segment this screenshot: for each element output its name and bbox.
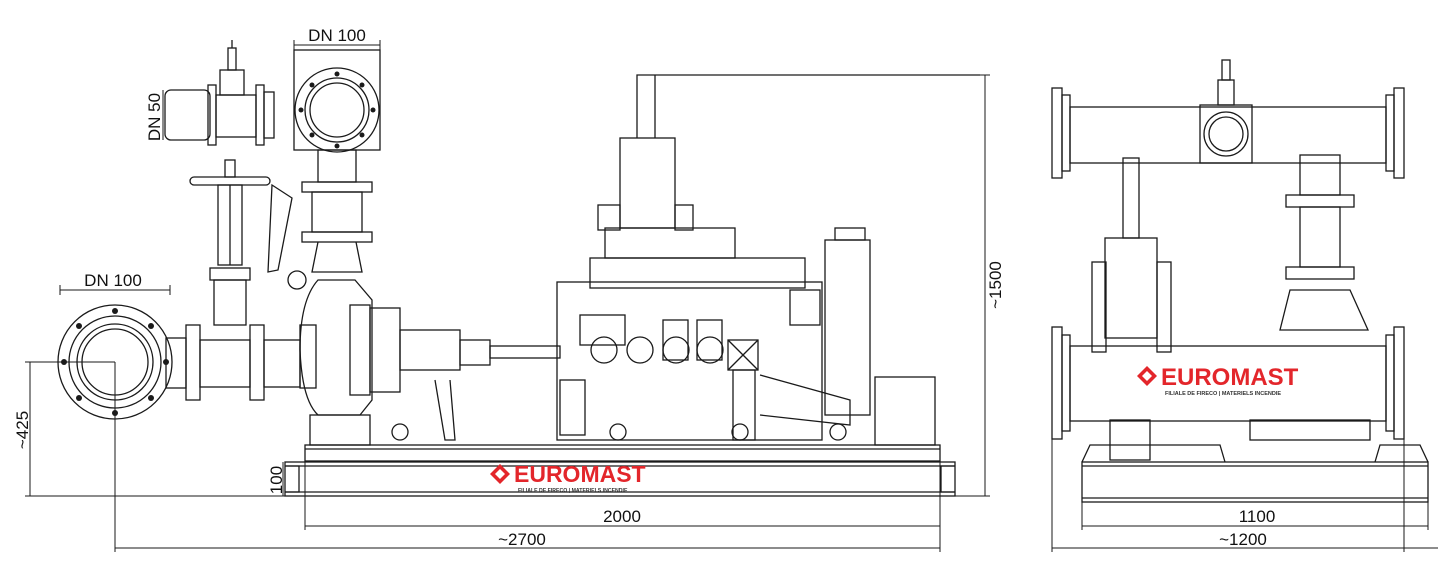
axis-height-label: ~425 bbox=[13, 411, 32, 449]
side-brand-logo: EUROMAST FILIALE DE FIRECO | MATERIELS I… bbox=[490, 461, 646, 494]
mid-manifold bbox=[1051, 326, 1405, 440]
diesel-engine bbox=[391, 74, 980, 446]
dn100-left-label: DN 100 bbox=[84, 271, 142, 290]
frame-width-label: 1100 bbox=[1239, 507, 1276, 526]
dn50-label: DN 50 bbox=[145, 93, 164, 141]
end-valve-column bbox=[1091, 157, 1172, 461]
side-brand-tagline: FILIALE DE FIRECO | MATERIELS INCENDIE bbox=[518, 488, 628, 494]
dn100-top-label: DN 100 bbox=[308, 26, 366, 45]
height-dimension-label: ~1500 bbox=[986, 261, 1005, 309]
end-base bbox=[1081, 444, 1429, 503]
total-length-label: ~2700 bbox=[498, 530, 546, 549]
total-width-label: ~1200 bbox=[1219, 530, 1267, 549]
end-dimensions bbox=[1051, 439, 1438, 552]
end-brand-logo: EUROMAST FILIALE DE FIRECO | MATERIELS I… bbox=[1137, 364, 1299, 397]
gate-valve bbox=[189, 159, 271, 326]
side-brand-name: EUROMAST bbox=[514, 461, 646, 487]
discharge-pipe bbox=[267, 49, 381, 290]
end-view: 1100 ~1200 EUROMAST FILIALE DE FIRECO | … bbox=[1051, 59, 1438, 552]
frame-length-label: 2000 bbox=[603, 507, 641, 526]
pump-casing bbox=[299, 279, 561, 446]
base-height-label: 100 bbox=[267, 466, 286, 494]
top-manifold bbox=[1051, 59, 1405, 179]
side-view: DN 100 DN 50 DN 100 ~1500 ~425 100 2000 … bbox=[13, 26, 1005, 552]
dn50-valve bbox=[164, 40, 275, 146]
side-dimensions bbox=[25, 40, 990, 552]
base-frame bbox=[284, 444, 956, 497]
end-pump-column bbox=[1249, 154, 1371, 441]
end-brand-tagline: FILIALE DE FIRECO | MATERIELS INCENDIE bbox=[1165, 391, 1281, 397]
end-brand-name: EUROMAST bbox=[1161, 364, 1299, 391]
